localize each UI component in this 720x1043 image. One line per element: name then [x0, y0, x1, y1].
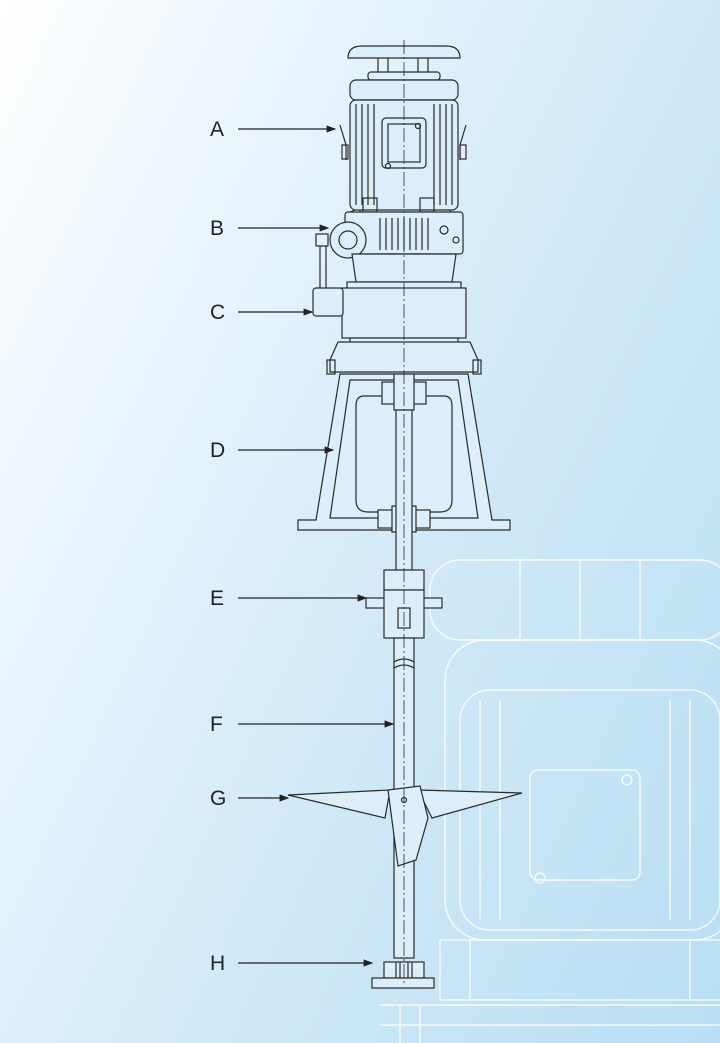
label-a: A	[210, 118, 224, 141]
callout-g: G	[210, 787, 290, 810]
callout-b: B	[210, 217, 330, 240]
label-f: F	[210, 713, 223, 736]
label-d: D	[210, 439, 225, 462]
callout-d: D	[210, 439, 335, 462]
label-h: H	[210, 952, 225, 975]
callout-a: A	[210, 118, 337, 141]
callout-h: H	[210, 952, 374, 975]
callout-f: F	[210, 713, 395, 736]
label-e: E	[210, 587, 224, 610]
agitator-machine	[287, 40, 523, 989]
callout-e: E	[210, 587, 368, 610]
label-g: G	[210, 787, 226, 810]
label-c: C	[210, 301, 225, 324]
callout-c: C	[210, 301, 314, 324]
label-b: B	[210, 217, 224, 240]
